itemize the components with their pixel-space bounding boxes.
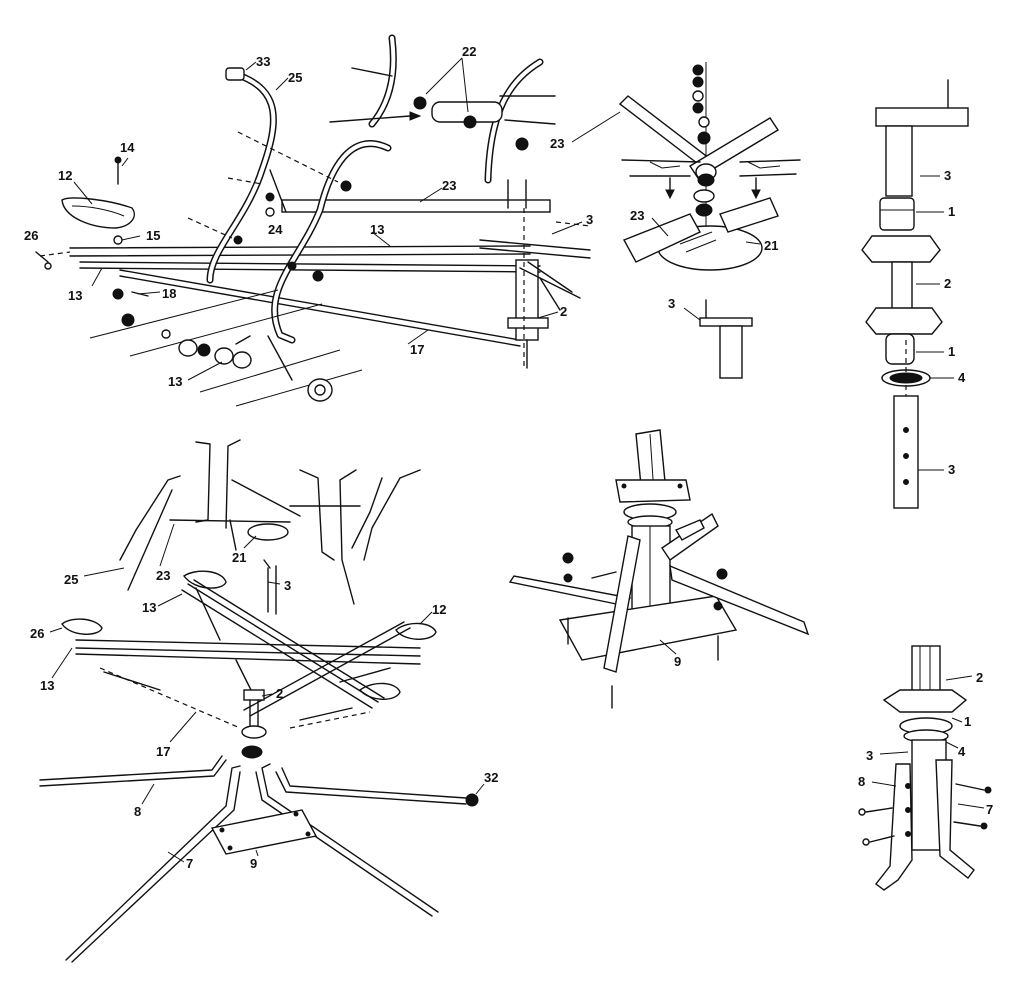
panel-hub-assembly: 23 23 21 3 [550, 62, 801, 379]
flange-plate [861, 235, 941, 263]
label-13: 13 [370, 222, 384, 237]
panel-vertical-post: 3 1 2 1 4 3 [861, 79, 969, 509]
label-23: 23 [630, 208, 644, 223]
arm-bar-23 [281, 199, 551, 213]
panel-base-assembly: 9 [508, 429, 810, 709]
base-plate [558, 595, 738, 661]
label-22: 22 [462, 44, 476, 59]
label-2: 2 [976, 670, 983, 685]
label-32: 32 [484, 770, 498, 785]
label-4: 4 [958, 744, 966, 759]
label-2: 2 [560, 304, 567, 319]
post-3-top [699, 317, 753, 327]
label-3: 3 [586, 212, 593, 227]
label-26: 26 [24, 228, 38, 243]
cap-32 [465, 793, 479, 807]
label-25: 25 [64, 572, 78, 587]
post-top-plate [875, 107, 969, 127]
grip-33 [225, 67, 245, 81]
panel-arm-assembly: 33 25 22 23 14 12 3 26 15 24 13 13 18 2 … [24, 34, 593, 407]
hub-disk [247, 523, 289, 541]
label-12: 12 [432, 602, 446, 617]
label-7: 7 [986, 802, 993, 817]
base-plate-9 [210, 809, 318, 855]
leg-7 [935, 759, 975, 879]
label-2: 2 [276, 686, 283, 701]
label-23: 23 [442, 178, 456, 193]
label-8: 8 [858, 774, 865, 789]
panel-post-detail: 2 1 3 4 8 7 [858, 645, 993, 891]
label-21: 21 [764, 238, 778, 253]
label-9: 9 [250, 856, 257, 871]
label-24: 24 [268, 222, 283, 237]
label-1: 1 [948, 204, 955, 219]
label-2: 2 [944, 276, 951, 291]
label-17: 17 [410, 342, 424, 357]
label-21: 21 [232, 550, 246, 565]
label-13: 13 [68, 288, 82, 303]
label-33: 33 [256, 54, 270, 69]
label-26: 26 [30, 626, 44, 641]
label-17: 17 [156, 744, 170, 759]
label-3: 3 [668, 296, 675, 311]
label-14: 14 [120, 140, 135, 155]
label-1: 1 [948, 344, 955, 359]
label-23: 23 [550, 136, 564, 151]
label-3: 3 [944, 168, 951, 183]
label-13: 13 [142, 600, 156, 615]
label-1: 1 [964, 714, 971, 729]
label-3: 3 [866, 748, 873, 763]
label-23: 23 [156, 568, 170, 583]
label-25: 25 [288, 70, 302, 85]
label-8: 8 [134, 804, 141, 819]
label-7: 7 [186, 856, 193, 871]
label-3: 3 [284, 578, 291, 593]
leg-8 [875, 763, 913, 891]
label-9: 9 [674, 654, 681, 669]
label-13: 13 [40, 678, 54, 693]
seat-12 [61, 197, 135, 229]
label-3: 3 [948, 462, 955, 477]
panel-full-exploded: 25 23 21 3 13 26 12 13 2 17 32 8 7 9 [30, 439, 498, 963]
label-12: 12 [58, 168, 72, 183]
label-13: 13 [168, 374, 182, 389]
label-18: 18 [162, 286, 176, 301]
bearing-1 [879, 197, 915, 231]
label-15: 15 [146, 228, 160, 243]
label-4: 4 [958, 370, 966, 385]
